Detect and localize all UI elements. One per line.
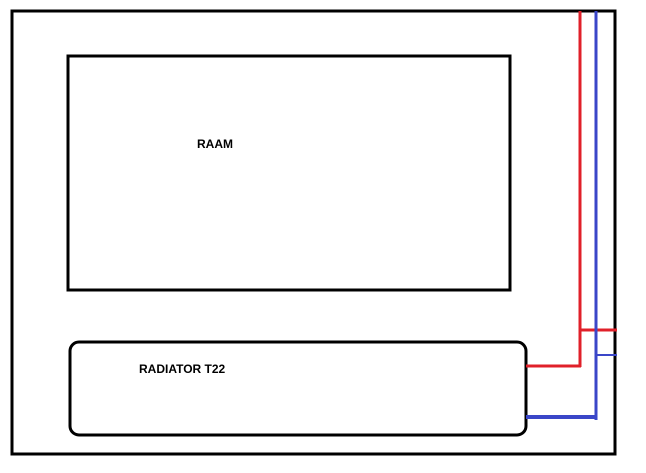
radiator-label: RADIATOR T22 (139, 362, 226, 376)
wall-outline (10, 9, 617, 456)
return-pipe (526, 11, 617, 420)
window-frame (66, 54, 512, 292)
supply-pipe (526, 11, 617, 368)
radiator-body (68, 340, 528, 437)
window-label: RAAM (197, 137, 233, 151)
